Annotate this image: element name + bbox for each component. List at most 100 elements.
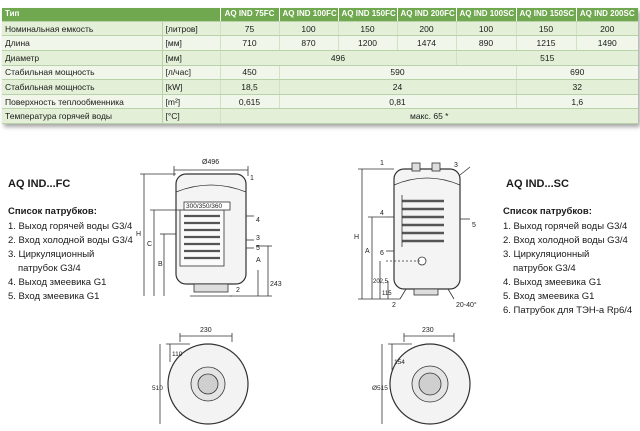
- cell: 0,615: [219, 94, 279, 110]
- cell: 1215: [515, 35, 576, 51]
- header-model: AQ IND 200FC: [396, 8, 456, 22]
- row-label: Номинальная емкость: [2, 21, 162, 37]
- fc-dim-a: A: [256, 257, 261, 264]
- table-header-row: Тип AQ IND 75FC AQ IND 100FC AQ IND 150F…: [2, 8, 638, 22]
- fc-callout-5: 5: [256, 245, 260, 252]
- row-label: Стабильная мощность: [2, 65, 162, 81]
- list-item: 3. Циркуляционный: [8, 249, 95, 260]
- sc-plan-154: 154: [394, 359, 405, 366]
- cell: 890: [455, 35, 516, 51]
- row-label: Длина: [2, 35, 162, 51]
- cell: 100: [278, 21, 338, 37]
- table-row: Поверхность теплообменника [m²] 0,615 0,…: [2, 94, 638, 110]
- list-item: патрубок G3/4: [18, 263, 81, 274]
- sc-callout-5: 5: [472, 222, 476, 229]
- cell: 870: [278, 35, 338, 51]
- cell: 18,5: [219, 79, 279, 95]
- cell: 32: [515, 79, 638, 95]
- cell: 200: [575, 21, 638, 37]
- fc-elevation-drawing: Ø496 300/350/360 H C B A 243 1 4 3 5 2: [136, 159, 282, 297]
- row-unit: [л/час]: [161, 65, 220, 81]
- list-item: 4. Выход змеевика G1: [8, 277, 107, 288]
- sc-connections-list: 1. Выход горячей воды G3/4 2. Вход холод…: [503, 220, 632, 318]
- sc-plan-drawing: 230 154 Ø515: [372, 327, 471, 425]
- table-row: Стабильная мощность [kW] 18,5 24 32: [2, 79, 638, 95]
- table-row: Температура горячей воды [°C] макс. 65 *: [2, 108, 638, 124]
- header-model: AQ IND 100FC: [278, 8, 338, 22]
- sc-dim-a: A: [365, 248, 370, 255]
- table-row: Стабильная мощность [л/час] 450 590 690: [2, 65, 638, 81]
- sc-elevation-drawing: 1 3 4 5 6 2 H A 202,5 115 20-40°: [354, 160, 477, 309]
- list-item: 2. Вход холодной воды G3/4: [503, 235, 628, 246]
- fc-connections-title: Список патрубков:: [8, 206, 97, 217]
- cell: 150: [515, 21, 576, 37]
- cell: 0,81: [278, 94, 516, 110]
- header-model: AQ IND 150FC: [337, 8, 397, 22]
- sc-dim-202: 202,5: [373, 279, 389, 285]
- table-row: Длина [мм] 710 870 1200 1474 890 1215 14…: [2, 35, 638, 51]
- row-unit: [литров]: [161, 21, 220, 37]
- sc-connections-title: Список патрубков:: [503, 206, 592, 217]
- row-unit: [мм]: [161, 50, 220, 66]
- fc-callout-2: 2: [236, 287, 240, 294]
- fc-callout-3: 3: [256, 235, 260, 242]
- cell: 515: [455, 50, 638, 66]
- row-label: Температура горячей воды: [2, 108, 162, 124]
- row-label: Поверхность теплообменника: [2, 94, 162, 110]
- spec-table-grid: Тип AQ IND 75FC AQ IND 100FC AQ IND 150F…: [2, 8, 638, 124]
- list-item: 1. Выход горячей воды G3/4: [8, 221, 133, 232]
- sc-callout-2: 2: [392, 302, 396, 309]
- fc-dim-c: C: [147, 241, 152, 248]
- fc-dim-243: 243: [270, 281, 282, 288]
- row-unit: [kW]: [161, 79, 220, 95]
- table-row: Диаметр [мм] 496 515: [2, 50, 638, 66]
- table-row: Номинальная емкость [литров] 75 100 150 …: [2, 21, 638, 37]
- fc-callout-1: 1: [250, 175, 254, 182]
- row-label: Стабильная мощность: [2, 79, 162, 95]
- header-model: AQ IND 150SC: [515, 8, 576, 22]
- cell: 200: [396, 21, 456, 37]
- list-item: 2. Вход холодной воды G3/4: [8, 235, 133, 246]
- sc-callout-3: 3: [454, 162, 458, 169]
- sc-model-title: AQ IND...SC: [506, 178, 569, 190]
- fc-dim-h: H: [136, 231, 141, 238]
- header-type: Тип: [2, 8, 220, 22]
- cell: 24: [278, 79, 516, 95]
- sc-plan-230: 230: [422, 327, 434, 334]
- sc-callout-6: 6: [380, 250, 384, 257]
- sc-callout-1: 1: [380, 160, 384, 167]
- cell: 710: [219, 35, 279, 51]
- list-item: 5. Вход змеевика G1: [8, 291, 100, 302]
- cell: макс. 65 *: [219, 108, 638, 124]
- cell: 1474: [396, 35, 456, 51]
- sc-dim-h: H: [354, 234, 359, 241]
- cell: 690: [515, 65, 638, 81]
- list-item: патрубок G3/4: [513, 263, 576, 274]
- row-label: Диаметр: [2, 50, 162, 66]
- row-unit: [мм]: [161, 35, 220, 51]
- sc-dim-angle: 20-40°: [456, 301, 477, 309]
- sc-callout-4: 4: [380, 210, 384, 217]
- cell: 1200: [337, 35, 397, 51]
- fc-plan-510: 510: [152, 385, 163, 392]
- row-unit: [m²]: [161, 94, 220, 110]
- fc-callout-4: 4: [256, 217, 260, 224]
- fc-dim-b: B: [158, 261, 163, 268]
- row-unit: [°C]: [161, 108, 220, 124]
- fc-plan-110: 110: [172, 351, 183, 358]
- list-item: 6. Патрубок для ТЭН-а Rp6/4: [503, 305, 633, 316]
- cell: 450: [219, 65, 279, 81]
- fc-model-title: AQ IND...FC: [8, 178, 71, 190]
- cell: 590: [278, 65, 516, 81]
- fc-connections-list: 1. Выход горячей воды G3/4 2. Вход холод…: [8, 220, 133, 304]
- cell: 100: [455, 21, 516, 37]
- list-item: 1. Выход горячей воды G3/4: [503, 221, 628, 232]
- header-model: AQ IND 200SC: [575, 8, 638, 22]
- list-item: 5. Вход змеевика G1: [503, 291, 595, 302]
- spec-table: Тип AQ IND 75FC AQ IND 100FC AQ IND 150F…: [2, 8, 638, 124]
- header-model: AQ IND 75FC: [219, 8, 279, 22]
- list-item: 3. Циркуляционный: [503, 249, 590, 260]
- cell: 75: [219, 21, 279, 37]
- cell: 1,6: [515, 94, 638, 110]
- fc-plan-drawing: 230 110 510: [152, 327, 249, 425]
